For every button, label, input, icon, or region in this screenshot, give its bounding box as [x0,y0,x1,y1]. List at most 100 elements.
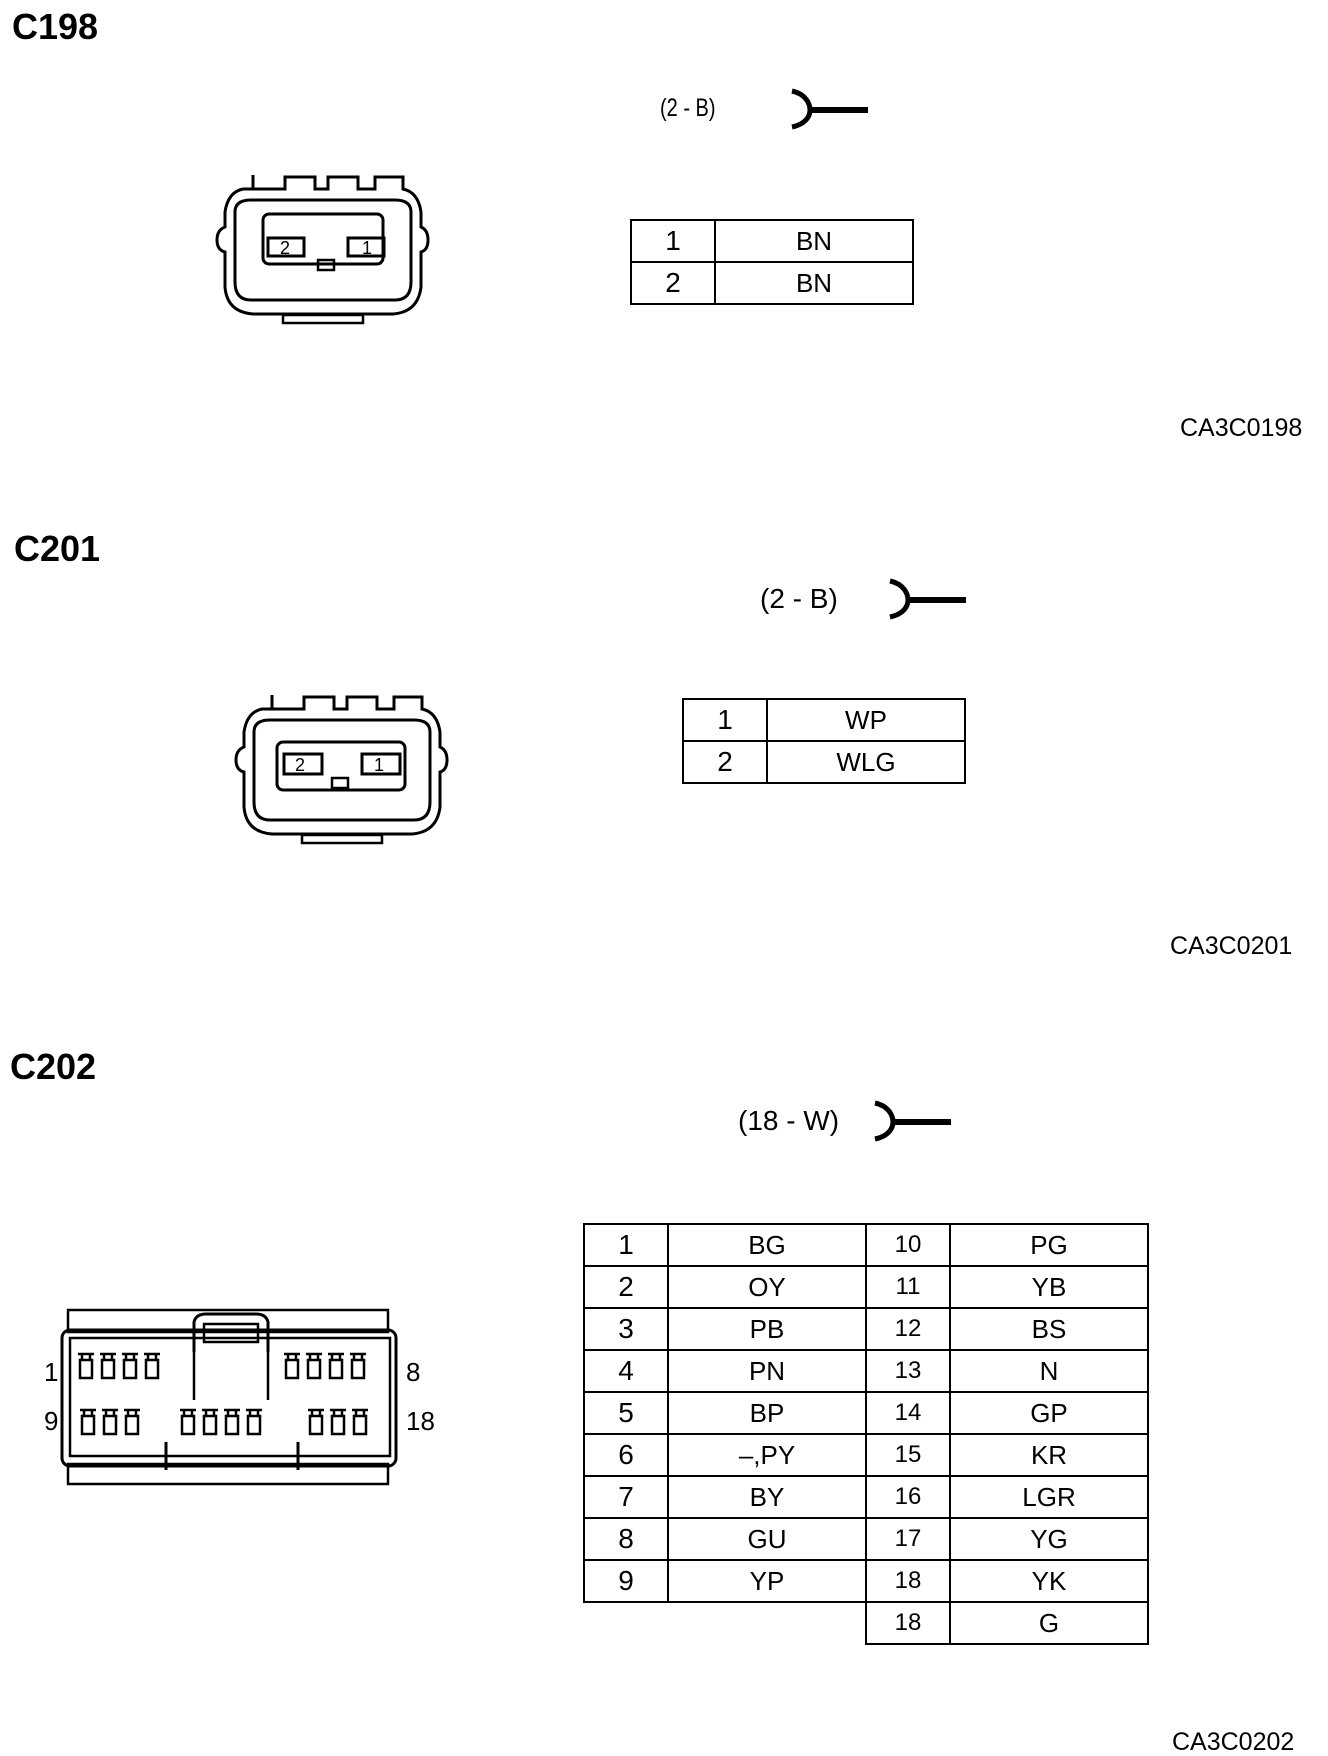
connector-title-c198: C198 [12,6,99,47]
pin-number: 10 [865,1223,951,1267]
pin-number: 12 [865,1307,951,1351]
wire-color: G [949,1601,1149,1645]
pin-number: 1 [630,219,716,263]
connector-spec-c198: (2 - B) [660,94,716,122]
terminal-cavity [284,1352,300,1380]
pin-number: 4 [583,1349,669,1393]
connector-face-c201: 2 1 [234,695,449,845]
terminal-cavity [328,1352,344,1380]
terminal-cavity [308,1408,324,1436]
pin-number: 2 [583,1265,669,1309]
connector-face-c202 [60,1308,398,1486]
pin-number: 16 [865,1475,951,1519]
pin-number: 9 [583,1559,669,1603]
face-label: 1 [44,1357,59,1387]
wire-color: BY [667,1475,867,1519]
connector-plug-icon-c202 [874,1100,951,1142]
empty-cell [584,1602,668,1644]
terminal-cavities [78,1352,368,1436]
diagram-code-c202: CA3C0202 [1172,1728,1295,1756]
wire-color: PN [667,1349,867,1393]
wire-color: BG [667,1223,867,1267]
connector-spec-c201: (2 - B) [760,583,838,614]
terminal-cavity [100,1352,116,1380]
terminal-cavity [144,1352,160,1380]
connector-plug-icon-c201 [889,578,966,620]
pin-number: 6 [583,1433,669,1477]
pin-number: 2 [682,740,768,784]
diagram-code-c198: CA3C0198 [1180,414,1303,442]
wire-color: BN [714,219,914,263]
face-label: 1 [362,238,372,258]
pin-number: 1 [583,1223,669,1267]
terminal-cavity [246,1408,262,1436]
wire-color: PB [667,1307,867,1351]
pin-number: 14 [865,1391,951,1435]
wire-color: PG [949,1223,1149,1267]
pin-number: 18 [865,1559,951,1603]
table-row: 1 BN [630,219,914,263]
wire-color: WLG [766,740,966,784]
table-row: 2 WLG [682,740,966,784]
wire-color: YK [949,1559,1149,1603]
face-label: 8 [406,1357,421,1387]
table-row: 2 BN [630,261,914,305]
pin-number: 17 [865,1517,951,1561]
wire-color: YB [949,1265,1149,1309]
pin-number: 18 [865,1601,951,1645]
table-row: 1 WP [682,698,966,742]
wire-color: YG [949,1517,1149,1561]
pin-number: 11 [865,1265,951,1309]
wire-color: BN [714,261,914,305]
face-label: 1 [374,755,384,775]
pin-number: 2 [630,261,716,305]
terminal-cavity [102,1408,118,1436]
terminal-cavity [78,1352,94,1380]
face-label: 18 [406,1406,435,1436]
wire-color: WP [766,698,966,742]
terminal-cavity [180,1408,196,1436]
terminal-cavity [80,1408,96,1436]
pin-number: 5 [583,1391,669,1435]
terminal-cavity [350,1352,366,1380]
pin-number: 15 [865,1433,951,1477]
wire-color: GU [667,1517,867,1561]
pin-table-c198: 1 BN 2 BN [630,219,914,305]
pin-number: 7 [583,1475,669,1519]
wire-color: BP [667,1391,867,1435]
wire-color: KR [949,1433,1149,1477]
terminal-cavity [352,1408,368,1436]
connector-title-c202: C202 [10,1046,97,1087]
pin-number: 3 [583,1307,669,1351]
pin-number: 13 [865,1349,951,1393]
terminal-cavity [224,1408,240,1436]
wire-color: YP [667,1559,867,1603]
terminal-cavity [122,1352,138,1380]
connector-face-c198: 2 1 [215,175,430,325]
wire-color: N [949,1349,1149,1393]
pin-number: 8 [583,1517,669,1561]
wire-color: OY [667,1265,867,1309]
terminal-cavity [124,1408,140,1436]
wire-color: GP [949,1391,1149,1435]
connector-title-c201: C201 [14,528,101,569]
diagram-code-c201: CA3C0201 [1170,932,1293,960]
face-label: 2 [295,755,305,775]
terminal-cavity [330,1408,346,1436]
pin-table-c201: 1 WP 2 WLG [682,698,966,784]
wire-color: LGR [949,1475,1149,1519]
connector-spec-c202: (18 - W) [738,1105,840,1136]
terminal-cavity [306,1352,322,1380]
face-label: 9 [44,1406,59,1436]
